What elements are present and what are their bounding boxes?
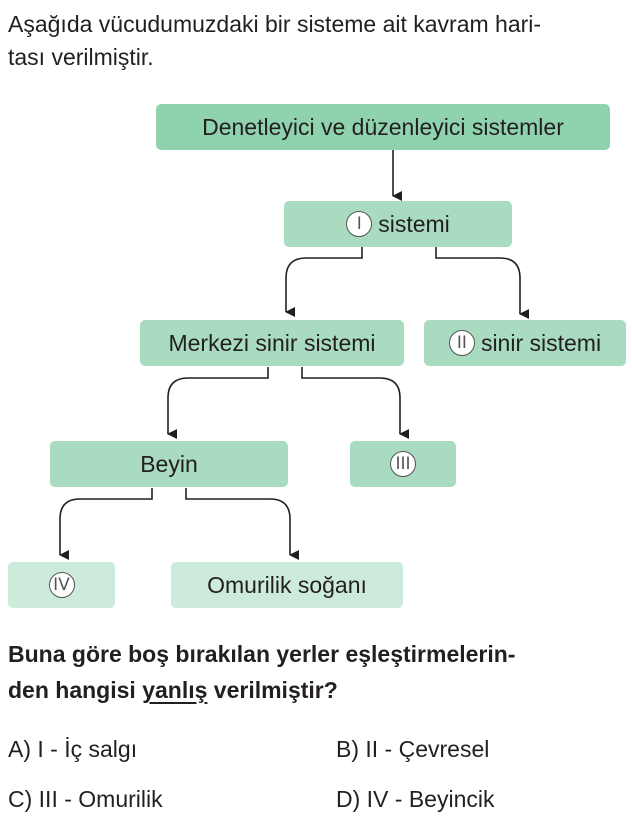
option-b[interactable]: B) II - Çevresel bbox=[336, 736, 490, 762]
numeral-iv: IV bbox=[48, 572, 75, 598]
intro-line-2: tası verilmiştir. bbox=[8, 44, 154, 70]
question-text: Buna göre boş bırakılan yerler eşleştirm… bbox=[8, 636, 620, 708]
peripheral-label: sinir sistemi bbox=[480, 329, 602, 356]
system-label: sistemi bbox=[378, 210, 450, 237]
question-line-1: Buna göre boş bırakılan yerler eşleştirm… bbox=[8, 641, 516, 667]
question-underlined-word: yanlış bbox=[142, 677, 208, 703]
arrow-central-to-brain bbox=[167, 367, 269, 439]
intro-line-1: Aşağıda vücudumuzdaki bir sisteme ait ka… bbox=[8, 11, 542, 37]
option-d[interactable]: D) IV - Beyincik bbox=[336, 786, 495, 812]
root-box: Denetleyici ve düzenleyici sistemler bbox=[156, 104, 610, 150]
numeral-iii: III bbox=[390, 451, 416, 477]
option-a[interactable]: A) I - İç salgı bbox=[8, 736, 138, 762]
question-line-2-start: den hangisi bbox=[8, 677, 143, 703]
brain-box: Beyin bbox=[50, 441, 288, 487]
peripheral-box: II sinir sistemi bbox=[424, 320, 626, 366]
numeral-ii: II bbox=[448, 330, 475, 356]
arrow-brain-to-medulla bbox=[185, 488, 299, 560]
medulla-box: Omurilik soğanı bbox=[171, 562, 403, 608]
central-label: Merkezi sinir sistemi bbox=[168, 329, 376, 356]
brain-label: Beyin bbox=[140, 450, 198, 477]
medulla-label: Omurilik soğanı bbox=[207, 571, 367, 598]
arrow-central-to-blank3 bbox=[301, 367, 409, 439]
option-c[interactable]: C) III - Omurilik bbox=[8, 786, 163, 812]
numeral-i: I bbox=[346, 211, 373, 237]
root-label: Denetleyici ve düzenleyici sistemler bbox=[202, 113, 564, 140]
blank-4-box: IV bbox=[8, 562, 115, 608]
arrow-brain-to-blank4 bbox=[59, 488, 153, 560]
arrow-system-to-peripheral bbox=[435, 247, 529, 319]
intro-text: Aşağıda vücudumuzdaki bir sisteme ait ka… bbox=[8, 8, 618, 74]
arrow-system-to-central bbox=[285, 247, 363, 317]
system-box: I sistemi bbox=[284, 201, 512, 247]
blank-3-box: III bbox=[350, 441, 456, 487]
central-nervous-system-box: Merkezi sinir sistemi bbox=[140, 320, 404, 366]
question-line-2-end: verilmiştir? bbox=[207, 677, 338, 703]
